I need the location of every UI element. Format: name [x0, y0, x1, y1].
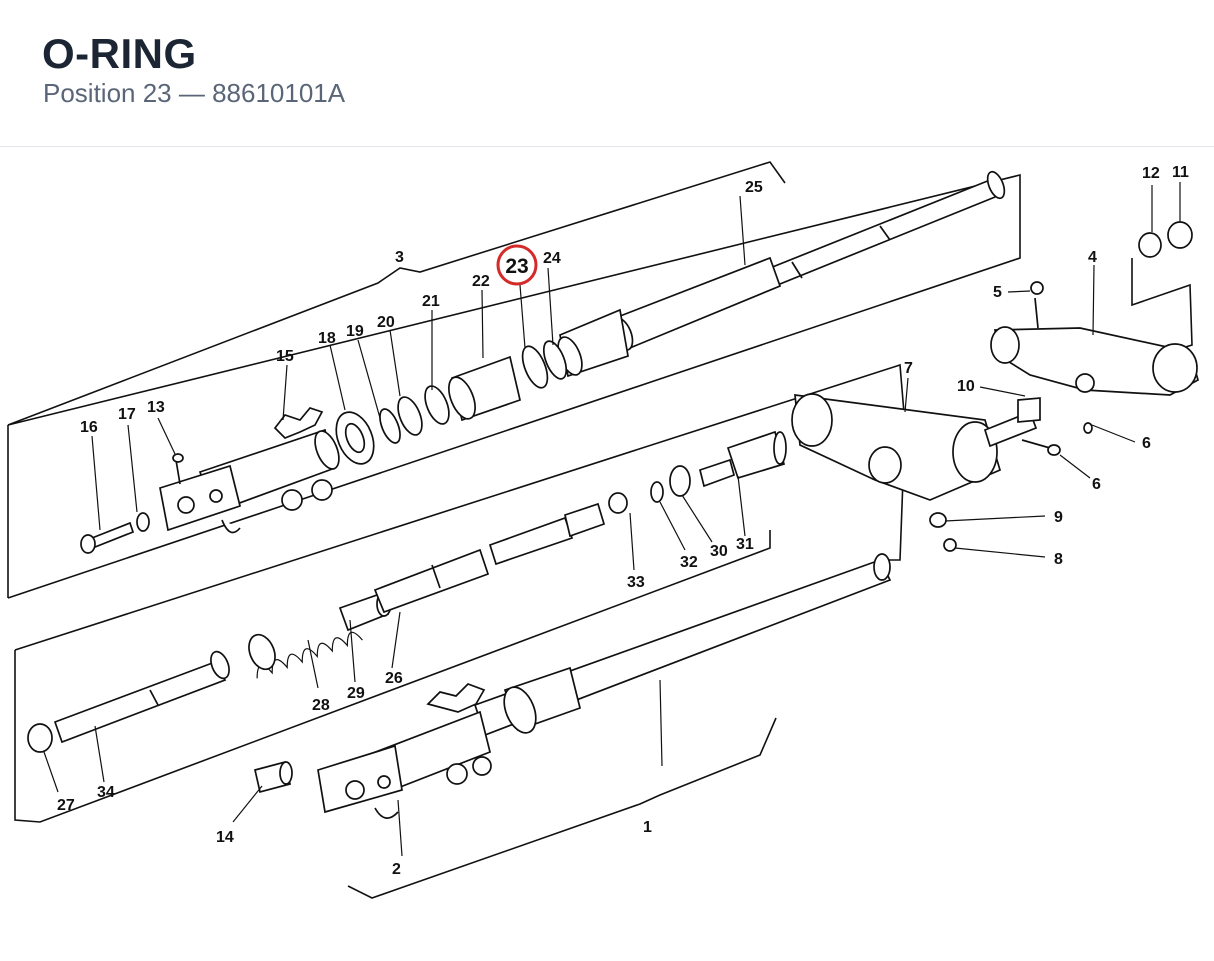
label-20: 20 — [377, 314, 395, 331]
label-14: 14 — [216, 829, 234, 846]
label-11: 11 — [1172, 164, 1189, 181]
label-12: 12 — [1142, 165, 1160, 182]
label-1: 1 — [643, 819, 652, 836]
label-27: 27 — [57, 797, 75, 814]
label-22: 22 — [472, 273, 490, 290]
page-title: O-RING — [42, 30, 197, 77]
label-10: 10 — [957, 378, 975, 395]
fork-diagram-svg: 1 2 3 4 5 6 6 7 8 9 10 11 12 13 14 15 16… — [7, 161, 1200, 899]
bracket-lines — [7, 161, 1193, 899]
lower-leg-assembly — [253, 553, 892, 819]
label-13: 13 — [147, 399, 165, 416]
label-2: 2 — [392, 861, 401, 878]
page-subtitle: Position 23 — 88610101A — [43, 78, 346, 108]
label-31: 31 — [736, 536, 754, 553]
label-29: 29 — [347, 685, 365, 702]
label-18: 18 — [318, 330, 336, 347]
label-23: 23 — [505, 255, 528, 278]
label-25: 25 — [745, 179, 763, 196]
label-26: 26 — [385, 670, 403, 687]
label-28: 28 — [312, 697, 330, 714]
label-16: 16 — [80, 419, 98, 436]
label-6b: 6 — [1092, 476, 1101, 493]
label-30: 30 — [710, 543, 728, 560]
label-24: 24 — [543, 250, 561, 267]
highlight-ring — [496, 244, 538, 286]
label-19: 19 — [346, 323, 364, 340]
label-32: 32 — [680, 554, 698, 571]
damper-internals — [27, 430, 787, 753]
label-9: 9 — [1054, 509, 1063, 526]
label-17: 17 — [118, 406, 136, 423]
label-33: 33 — [627, 574, 645, 591]
upper-tube-assembly — [80, 170, 1006, 554]
highlight-callout-23[interactable]: 23 — [496, 244, 538, 286]
label-21: 21 — [422, 293, 440, 310]
exploded-parts-diagram: 1 2 3 4 5 6 6 7 8 9 10 11 12 13 14 15 16… — [0, 148, 1214, 956]
label-6a: 6 — [1142, 435, 1151, 452]
label-3: 3 — [395, 249, 404, 266]
callout-labels: 1 2 3 4 5 6 6 7 8 9 10 11 12 13 14 15 16… — [57, 164, 1189, 878]
label-34: 34 — [97, 784, 115, 801]
label-7: 7 — [904, 360, 913, 377]
label-15: 15 — [276, 348, 294, 365]
label-5: 5 — [993, 284, 1002, 301]
label-4: 4 — [1088, 249, 1097, 266]
triple-clamps — [791, 221, 1200, 552]
label-8: 8 — [1054, 551, 1063, 568]
header: O-RING Position 23 — 88610101A — [0, 0, 1214, 147]
leader-lines — [43, 182, 1181, 857]
